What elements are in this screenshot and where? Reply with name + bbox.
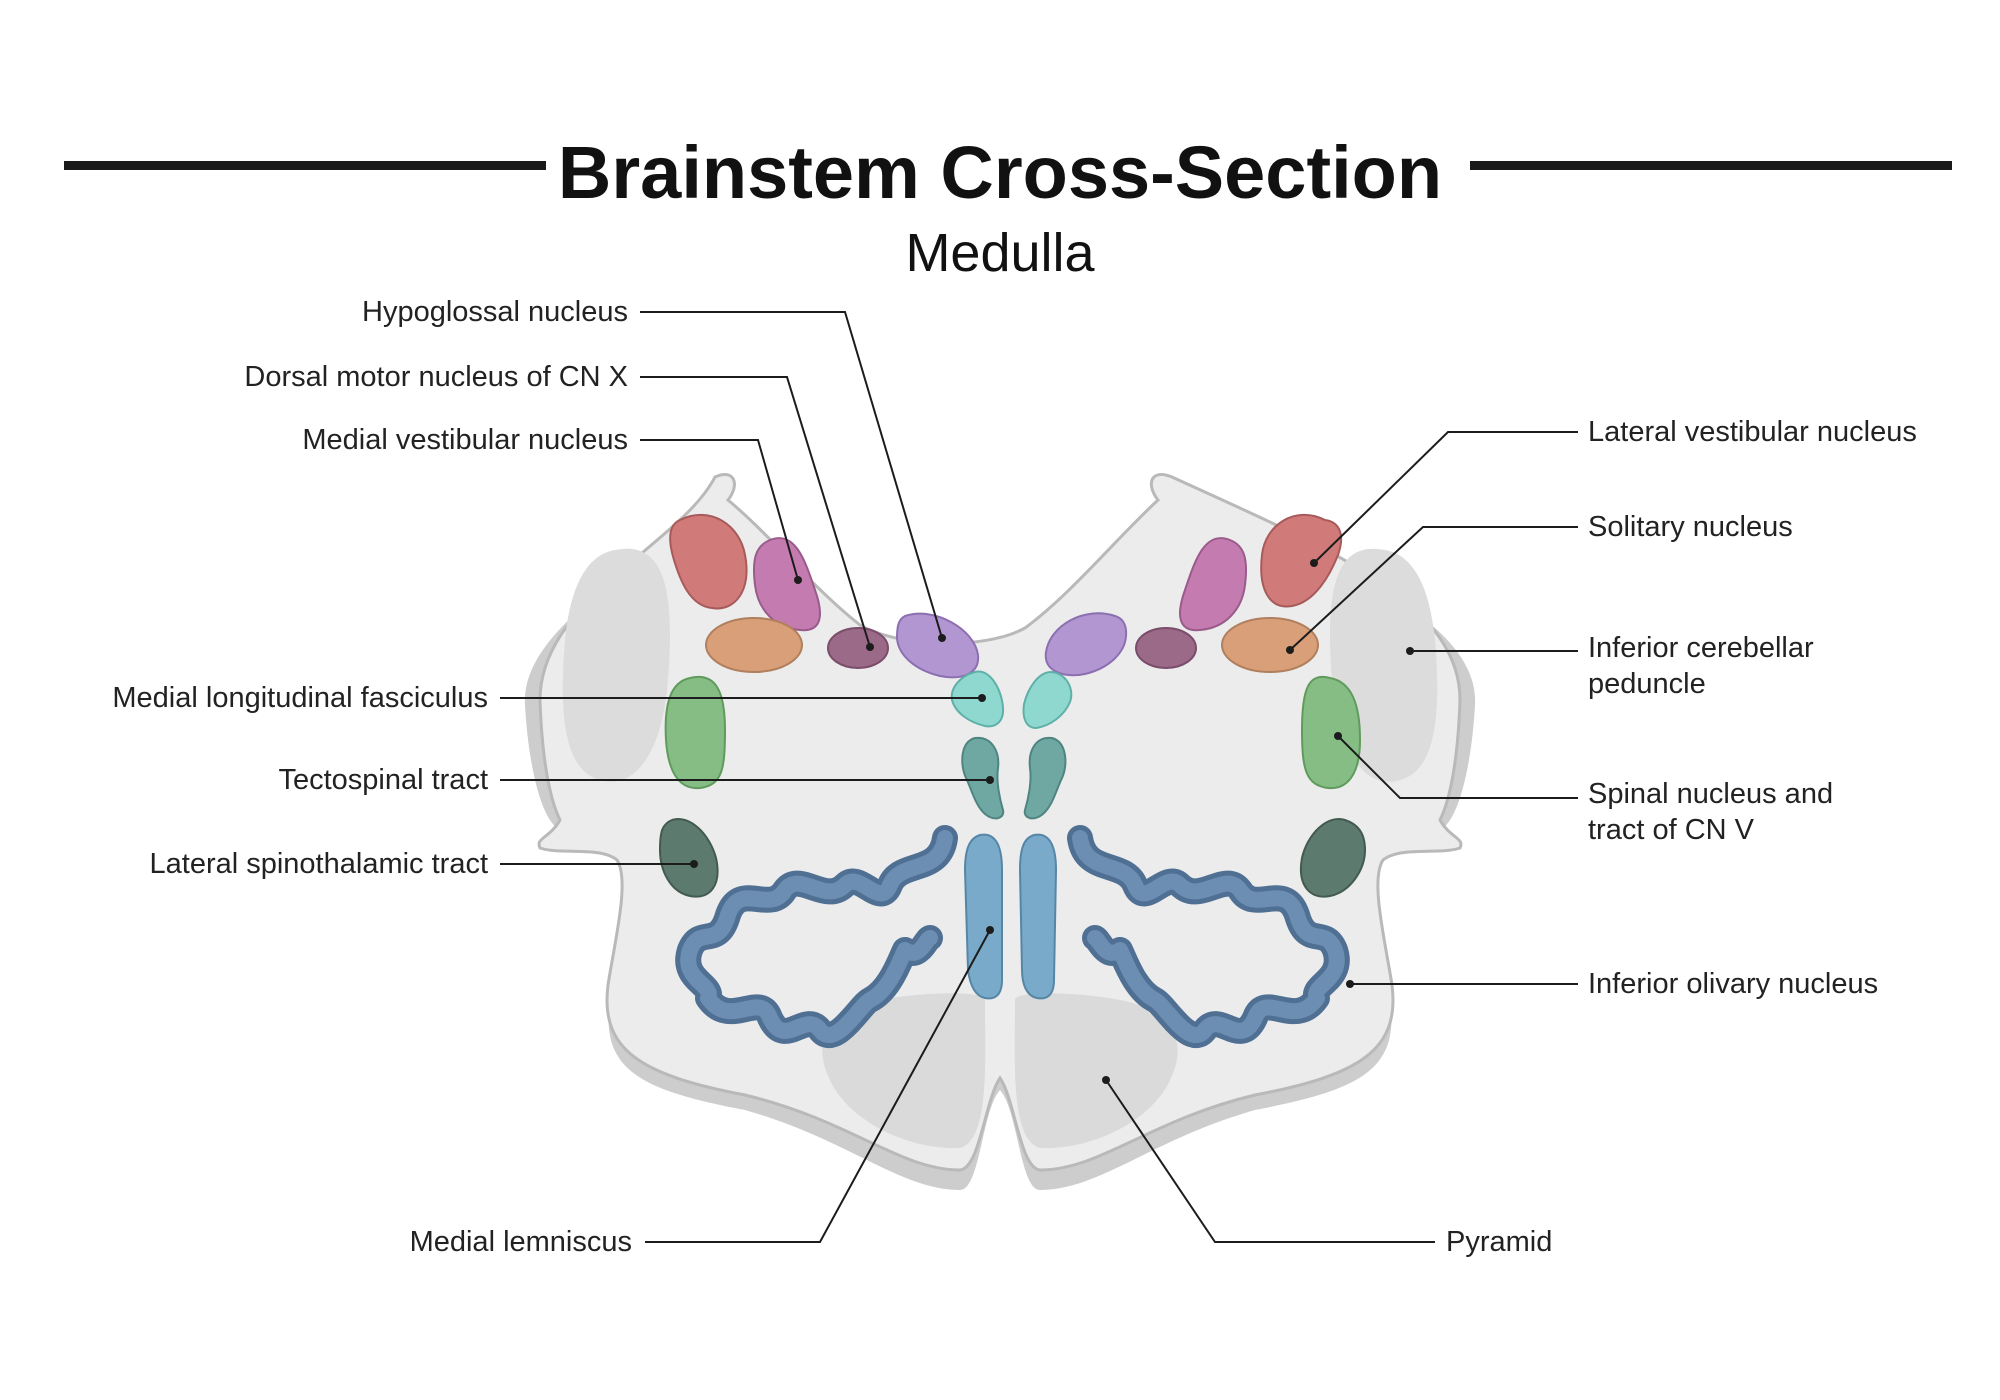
left-spinal-nucleus-cn-v xyxy=(664,675,727,790)
leader-pyramid xyxy=(1105,1079,1435,1243)
label-medial-lemniscus: Medial lemniscus xyxy=(409,1226,632,1258)
label-medial-vestibular-nucleus: Medial vestibular nucleus xyxy=(302,424,628,456)
left-pyramid xyxy=(822,993,986,1149)
leader-lateral-vestibular xyxy=(1313,431,1578,564)
right-pyramid xyxy=(1014,993,1178,1149)
leader-lines xyxy=(500,311,1578,1243)
label-solitary-nucleus: Solitary nucleus xyxy=(1588,511,1793,543)
leader-dots xyxy=(690,559,1414,1084)
label-inferior-olivary-nucleus: Inferior olivary nucleus xyxy=(1588,968,1879,1000)
right-lateral-vestibular-nucleus xyxy=(1260,514,1343,608)
right-inferior-olivary-nucleus-fill xyxy=(1072,830,1345,1043)
label-medial-longitudinal-fasciculus: Medial longitudinal fasciculus xyxy=(112,682,488,714)
leader-solitary xyxy=(1289,526,1578,651)
right-lateral-spinothalamic-tract xyxy=(1299,817,1367,898)
left-medial-vestibular-nucleus xyxy=(752,537,821,632)
right-hypoglossal-nucleus xyxy=(1044,612,1128,677)
right-solitary-nucleus xyxy=(1221,617,1319,673)
page-title: Brainstem Cross-Section xyxy=(557,131,1443,214)
leader-spinal-v xyxy=(1337,735,1578,799)
label-spinal-nucleus-cn-v: Spinal nucleus and tract of CN V xyxy=(1588,778,1834,846)
left-lateral-spinothalamic-tract xyxy=(658,817,719,898)
left-mlf xyxy=(950,670,1005,728)
right-dorsal-motor-nucleus xyxy=(1135,627,1197,669)
right-mlf xyxy=(1022,670,1073,730)
label-inferior-cerebellar-peduncle: Inferior cerebellar peduncle xyxy=(1588,632,1814,700)
label-dorsal-motor-nucleus: Dorsal motor nucleus of CN X xyxy=(244,361,628,393)
label-lateral-vestibular-nucleus: Lateral vestibular nucleus xyxy=(1588,416,1917,448)
left-dorsal-motor-nucleus xyxy=(827,627,889,669)
leader-medial-lemniscus xyxy=(645,929,991,1243)
leader-medial-vestibular xyxy=(640,439,799,581)
title-rule-right xyxy=(1470,161,1952,170)
right-tectospinal-tract xyxy=(1023,736,1067,820)
left-medial-lemniscus xyxy=(963,833,1003,1000)
left-lateral-vestibular-nucleus xyxy=(669,514,748,610)
label-tectospinal-tract: Tectospinal tract xyxy=(278,764,488,796)
left-tectospinal-tract xyxy=(961,736,1005,820)
left-inferior-olivary-nucleus-fill xyxy=(680,830,953,1043)
leader-dorsal-motor xyxy=(640,376,871,648)
label-hypoglossal-nucleus: Hypoglossal nucleus xyxy=(362,296,628,328)
right-spinal-nucleus-cn-v xyxy=(1300,675,1362,790)
leader-hypoglossal xyxy=(640,311,943,639)
left-inferior-cerebellar-peduncle xyxy=(562,548,670,782)
title-rule-left xyxy=(64,161,546,170)
right-medial-lemniscus xyxy=(1018,833,1058,1000)
left-solitary-nucleus xyxy=(705,617,803,673)
label-pyramid: Pyramid xyxy=(1446,1226,1553,1258)
right-medial-vestibular-nucleus xyxy=(1179,537,1248,632)
left-hypoglossal-nucleus xyxy=(895,612,980,679)
page-subtitle: Medulla xyxy=(905,223,1095,283)
label-lateral-spinothalamic-tract: Lateral spinothalamic tract xyxy=(149,848,489,880)
